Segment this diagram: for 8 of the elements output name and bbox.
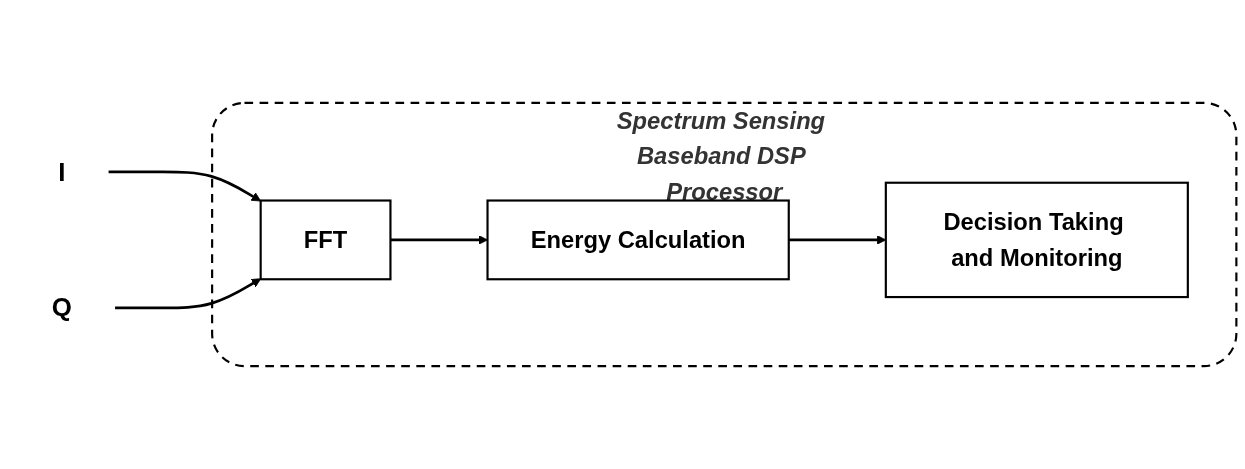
arrow [390, 235, 488, 245]
arrow [115, 278, 262, 310]
arrow [108, 170, 262, 202]
node-box: Decision Taking and Monitoring [884, 181, 1189, 299]
node-box: FFT [259, 199, 392, 281]
node-box: Energy Calculation [486, 199, 790, 281]
node-text: I [58, 156, 66, 186]
node-text: Q [51, 292, 72, 322]
